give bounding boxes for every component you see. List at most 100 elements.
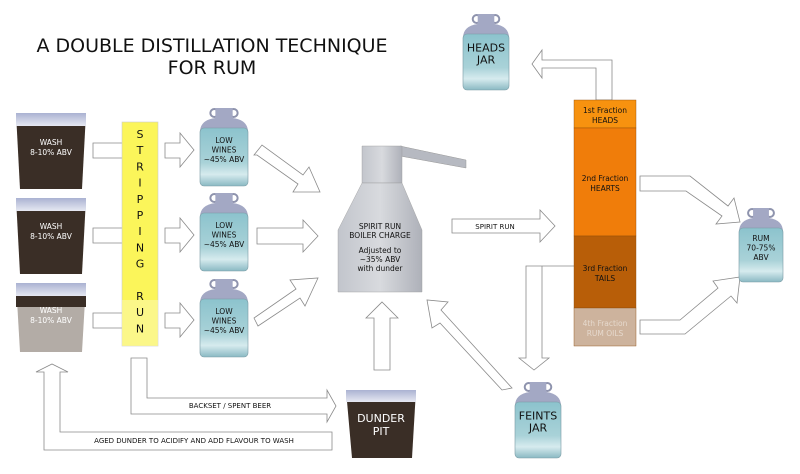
- low-wines-jar-3-line2: WINES: [212, 316, 237, 325]
- strip-letter: G: [136, 258, 145, 271]
- low-wines-jar-2-line1: LOW: [215, 221, 233, 230]
- rum-jar-line3: ABV: [753, 253, 769, 262]
- strip-letter: I: [138, 177, 141, 190]
- strip-letter: U: [136, 306, 144, 319]
- hearts-to-rum-arrow: [639, 175, 741, 225]
- wash1-line2: 8-10% ABV: [30, 148, 73, 157]
- feints-jar-line1: FEINTS: [519, 410, 557, 423]
- title-line2: FOR RUM: [168, 57, 257, 79]
- spirit-run-arrow-label: SPIRIT RUN: [475, 223, 514, 231]
- strip-letter: S: [137, 128, 144, 141]
- jar-body: [514, 401, 562, 459]
- low-wines-jar-3-line3: ~45% ABV: [204, 326, 245, 335]
- jar-body: [462, 33, 510, 91]
- fraction-4-line2: RUM OILS: [587, 329, 624, 338]
- dunder-line1: DUNDER: [357, 412, 405, 425]
- rumoils-to-rum-arrow: [639, 276, 741, 335]
- low-wines-jar-2-line3: ~45% ABV: [204, 240, 245, 249]
- spirit-run-arrow: [451, 208, 556, 244]
- heads-arrow: [531, 48, 613, 101]
- wash-cup-3: WASH 8-10% ABV: [16, 283, 86, 352]
- fraction-3-line1: 3rd Fraction: [583, 264, 628, 273]
- rum-jar-line1: RUM: [752, 234, 769, 243]
- jar-body: [199, 298, 249, 358]
- strip-letter: P: [137, 193, 144, 206]
- jar-neck: [753, 208, 769, 218]
- wash-cup-2: WASH 8-10% ABV: [16, 198, 86, 274]
- feints-jar-line2: JAR: [528, 422, 548, 435]
- arrow-strip2: [164, 216, 195, 254]
- fraction-3: [573, 235, 637, 309]
- still-boiler: [337, 182, 423, 293]
- arrow-wash3: [92, 312, 126, 329]
- arrow-strip1: [164, 131, 195, 169]
- arrow-lw1: [253, 144, 321, 193]
- rum-jar-line2: 70-75%: [747, 244, 776, 253]
- aged-dunder-arrow-label: AGED DUNDER TO ACIDIFY AND ADD FLAVOUR T…: [94, 437, 294, 445]
- arrow-wash1: [92, 142, 126, 159]
- jar-neck: [215, 108, 233, 118]
- jar-body: [199, 212, 249, 272]
- arrow-wash2: [92, 227, 126, 244]
- wash3-line1: WASH: [40, 306, 63, 315]
- arrow-lw3: [253, 277, 319, 327]
- strip-letter: P: [137, 209, 144, 222]
- backset-arrow-label: BACKSET / SPENT BEER: [189, 402, 271, 410]
- fraction-4-line1: 4th Fraction: [583, 319, 628, 328]
- wash-cup-1: WASH 8-10% ABV: [16, 113, 86, 189]
- fraction-4: [573, 307, 637, 347]
- lowwines-to-still-arrows: [253, 144, 321, 327]
- still-line3: Adjusted to: [359, 246, 402, 255]
- still-line1: SPIRIT RUN: [359, 222, 401, 231]
- low-wines-jar-3-line1: LOW: [215, 307, 233, 316]
- fraction-2-line1: 2nd Fraction: [582, 174, 629, 183]
- jar-neck: [215, 193, 233, 203]
- wash2-line2: 8-10% ABV: [30, 232, 73, 241]
- dunder-to-still-arrow: [365, 301, 399, 371]
- fraction-1: [573, 99, 637, 129]
- fraction-2: [573, 127, 637, 237]
- spirit-still: SPIRIT RUN BOILER CHARGE Adjusted to ~35…: [337, 145, 467, 293]
- still-neck: [361, 145, 403, 184]
- still-line5: with dunder: [357, 264, 403, 273]
- jar-body: [199, 127, 249, 187]
- low-wines-jar-1-line1: LOW: [215, 136, 233, 145]
- title-line1: A DOUBLE DISTILLATION TECHNIQUE: [36, 35, 387, 57]
- tails-to-feints-arrow: [517, 265, 574, 371]
- still-line2: BOILER CHARGE: [349, 231, 411, 240]
- fraction-3-line2: TAILS: [594, 274, 616, 283]
- jar-neck: [477, 14, 495, 24]
- wash3-line2: 8-10% ABV: [30, 316, 73, 325]
- dunder-pit: DUNDER PIT: [346, 390, 416, 458]
- feints-to-still-arrow: [426, 299, 513, 391]
- arrow-lw2: [256, 218, 319, 254]
- backset-arrow: [130, 357, 337, 424]
- wash1-line1: WASH: [40, 138, 63, 147]
- low-wines-jar-1-line2: WINES: [212, 145, 237, 154]
- strip-to-lowwines-arrows: [164, 131, 195, 339]
- strip-letter: T: [136, 144, 144, 157]
- fraction-2-line2: HEARTS: [590, 184, 620, 193]
- arrow-strip3: [164, 301, 195, 339]
- strip-letter: R: [136, 160, 144, 173]
- wash2-line1: WASH: [40, 222, 63, 231]
- low-wines-jar-1-line3: ~45% ABV: [204, 155, 245, 164]
- strip-letter: N: [136, 322, 144, 335]
- strip-letter: R: [136, 290, 144, 303]
- jar-neck: [215, 279, 233, 289]
- aged-dunder-arrow: [35, 363, 333, 451]
- strip-letter: I: [138, 225, 141, 238]
- heads-jar-line2: JAR: [476, 54, 496, 67]
- jar-body: [738, 227, 784, 283]
- strip-letter: N: [136, 241, 144, 254]
